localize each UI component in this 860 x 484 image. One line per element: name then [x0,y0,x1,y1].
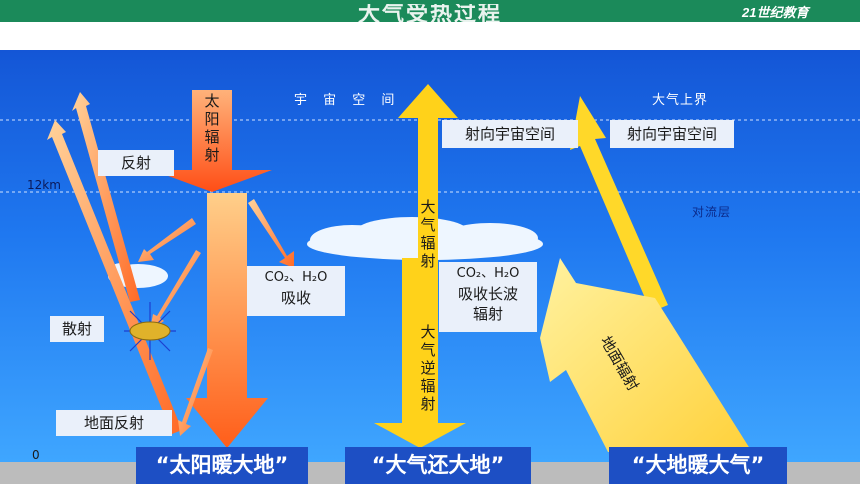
reflect-arrow-long [47,120,182,434]
reflect-box: 反射 [98,150,174,176]
cloud-center [307,217,543,260]
to-space-box-left: 射向宇宙空间 [442,120,578,148]
atmospheric-counter-radiation-arrow [374,258,466,448]
co2-absorb-line2: 吸收 [280,289,311,307]
solar-radiation-label: 太阳辐射 [204,92,220,164]
co2-absorb-line1: CO₂、H₂O [264,270,328,285]
atmospheric-counter-radiation-label: 大气逆辐射 [420,323,436,413]
co2-long-wave-box: CO₂、H₂O 吸收长波 辐射 [439,262,537,332]
co2-long-line2: 吸收长波 [457,285,518,303]
ground-to-space-arrow [570,96,668,312]
solar-radiation-arrow-bottom [186,193,268,448]
troposphere-label: 对流层 [692,205,732,219]
ground-radiation-arrow [540,258,752,452]
header-bar [0,0,860,22]
banner-earth-warms-atmosphere: “大地暖大气” [609,447,787,484]
co2-absorb-box: CO₂、H₂O 吸收 [247,266,345,316]
scatter-box: 散射 [50,316,104,342]
banner-atmosphere-returns-earth: “大气还大地” [345,447,531,484]
ground-reflect-arrow [178,348,213,436]
logo: 21世纪教育 [742,5,809,20]
co2-long-line3: 辐射 [472,305,503,323]
solar-radiation-arrow-top [152,90,272,192]
page-title: 大气受热过程 [357,4,502,22]
atmospheric-radiation-label: 大气辐射 [420,198,436,270]
ground-reflect-box: 地面反射 [56,410,172,436]
scatter-arrow [150,250,201,330]
to-space-box-right: 射向宇宙空间 [610,120,734,148]
dust-particle [129,321,171,341]
altitude-label: 12km [27,178,61,192]
co2-absorb-arrow [248,199,294,268]
atmospheric-radiation-arrow [398,84,458,258]
upper-atmosphere-label: 大气上界 [652,93,709,108]
reflect-arrow-left [72,92,140,302]
zero-label: 0 [32,448,40,462]
banner-sun-warms-earth: “太阳暖大地” [136,447,308,484]
space-label: 宇 宙 空 间 [294,93,401,108]
cloud-reflect-arrow [138,218,196,262]
co2-long-line1: CO₂、H₂O [456,266,520,281]
